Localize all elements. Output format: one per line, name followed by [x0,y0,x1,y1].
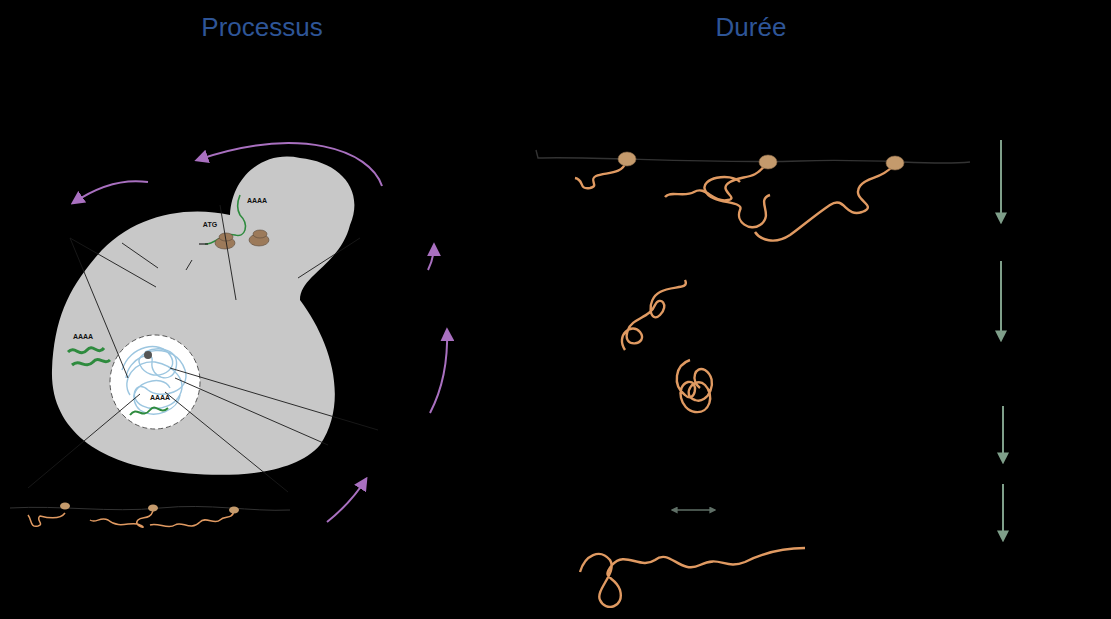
polya-tail: AAAA [150,394,170,401]
mini-polysome [10,503,290,528]
chromatin [122,347,186,414]
polysome [536,150,970,241]
leader-line [28,205,378,492]
cycle-arrow [73,143,447,522]
cell-body [52,157,354,475]
ribosome [215,230,269,249]
double-arrow [672,509,715,510]
protein-folding [580,280,805,607]
column-heading: Durée [716,14,787,40]
polya-tail: AAAA [73,333,93,340]
mrna [68,195,245,415]
time-arrow [1001,140,1003,540]
nucleus [110,335,200,429]
start-codon: ATG [203,221,217,228]
nucleolus [144,351,152,359]
polya-tail: AAAA [247,197,267,204]
column-heading: Processus [201,14,322,40]
